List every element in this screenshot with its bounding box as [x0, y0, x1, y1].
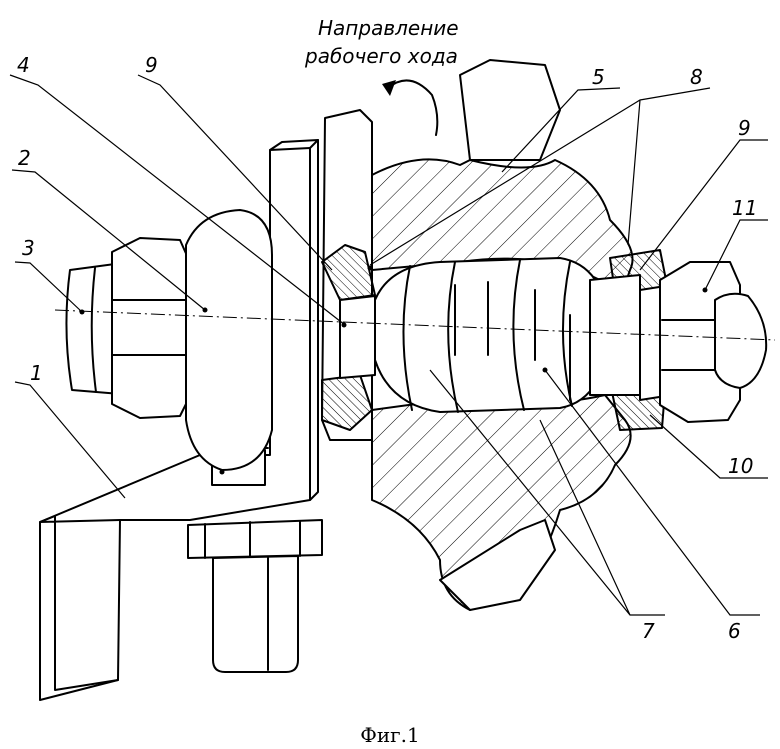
callout-10: 10 — [728, 454, 753, 478]
left-nut-and-bolt — [66, 210, 272, 470]
hub-part-6 — [375, 258, 610, 412]
callout-2: 2 — [18, 146, 31, 170]
callout-5: 5 — [592, 65, 605, 89]
callout-6: 6 — [728, 619, 741, 643]
callout-9-right: 9 — [738, 116, 751, 140]
callout-4: 4 — [17, 53, 30, 77]
callout-1: 1 — [30, 361, 43, 385]
direction-label-line2: рабочего хода — [304, 44, 458, 68]
callout-8: 8 — [690, 65, 703, 89]
callout-9-left: 9 — [145, 53, 158, 77]
callout-3: 3 — [22, 236, 35, 260]
direction-label-line1: Направление — [318, 16, 459, 40]
figure-caption: Фиг.1 — [360, 723, 420, 747]
callout-11: 11 — [732, 196, 757, 220]
callout-7: 7 — [642, 619, 655, 643]
direction-arrow — [382, 80, 437, 135]
